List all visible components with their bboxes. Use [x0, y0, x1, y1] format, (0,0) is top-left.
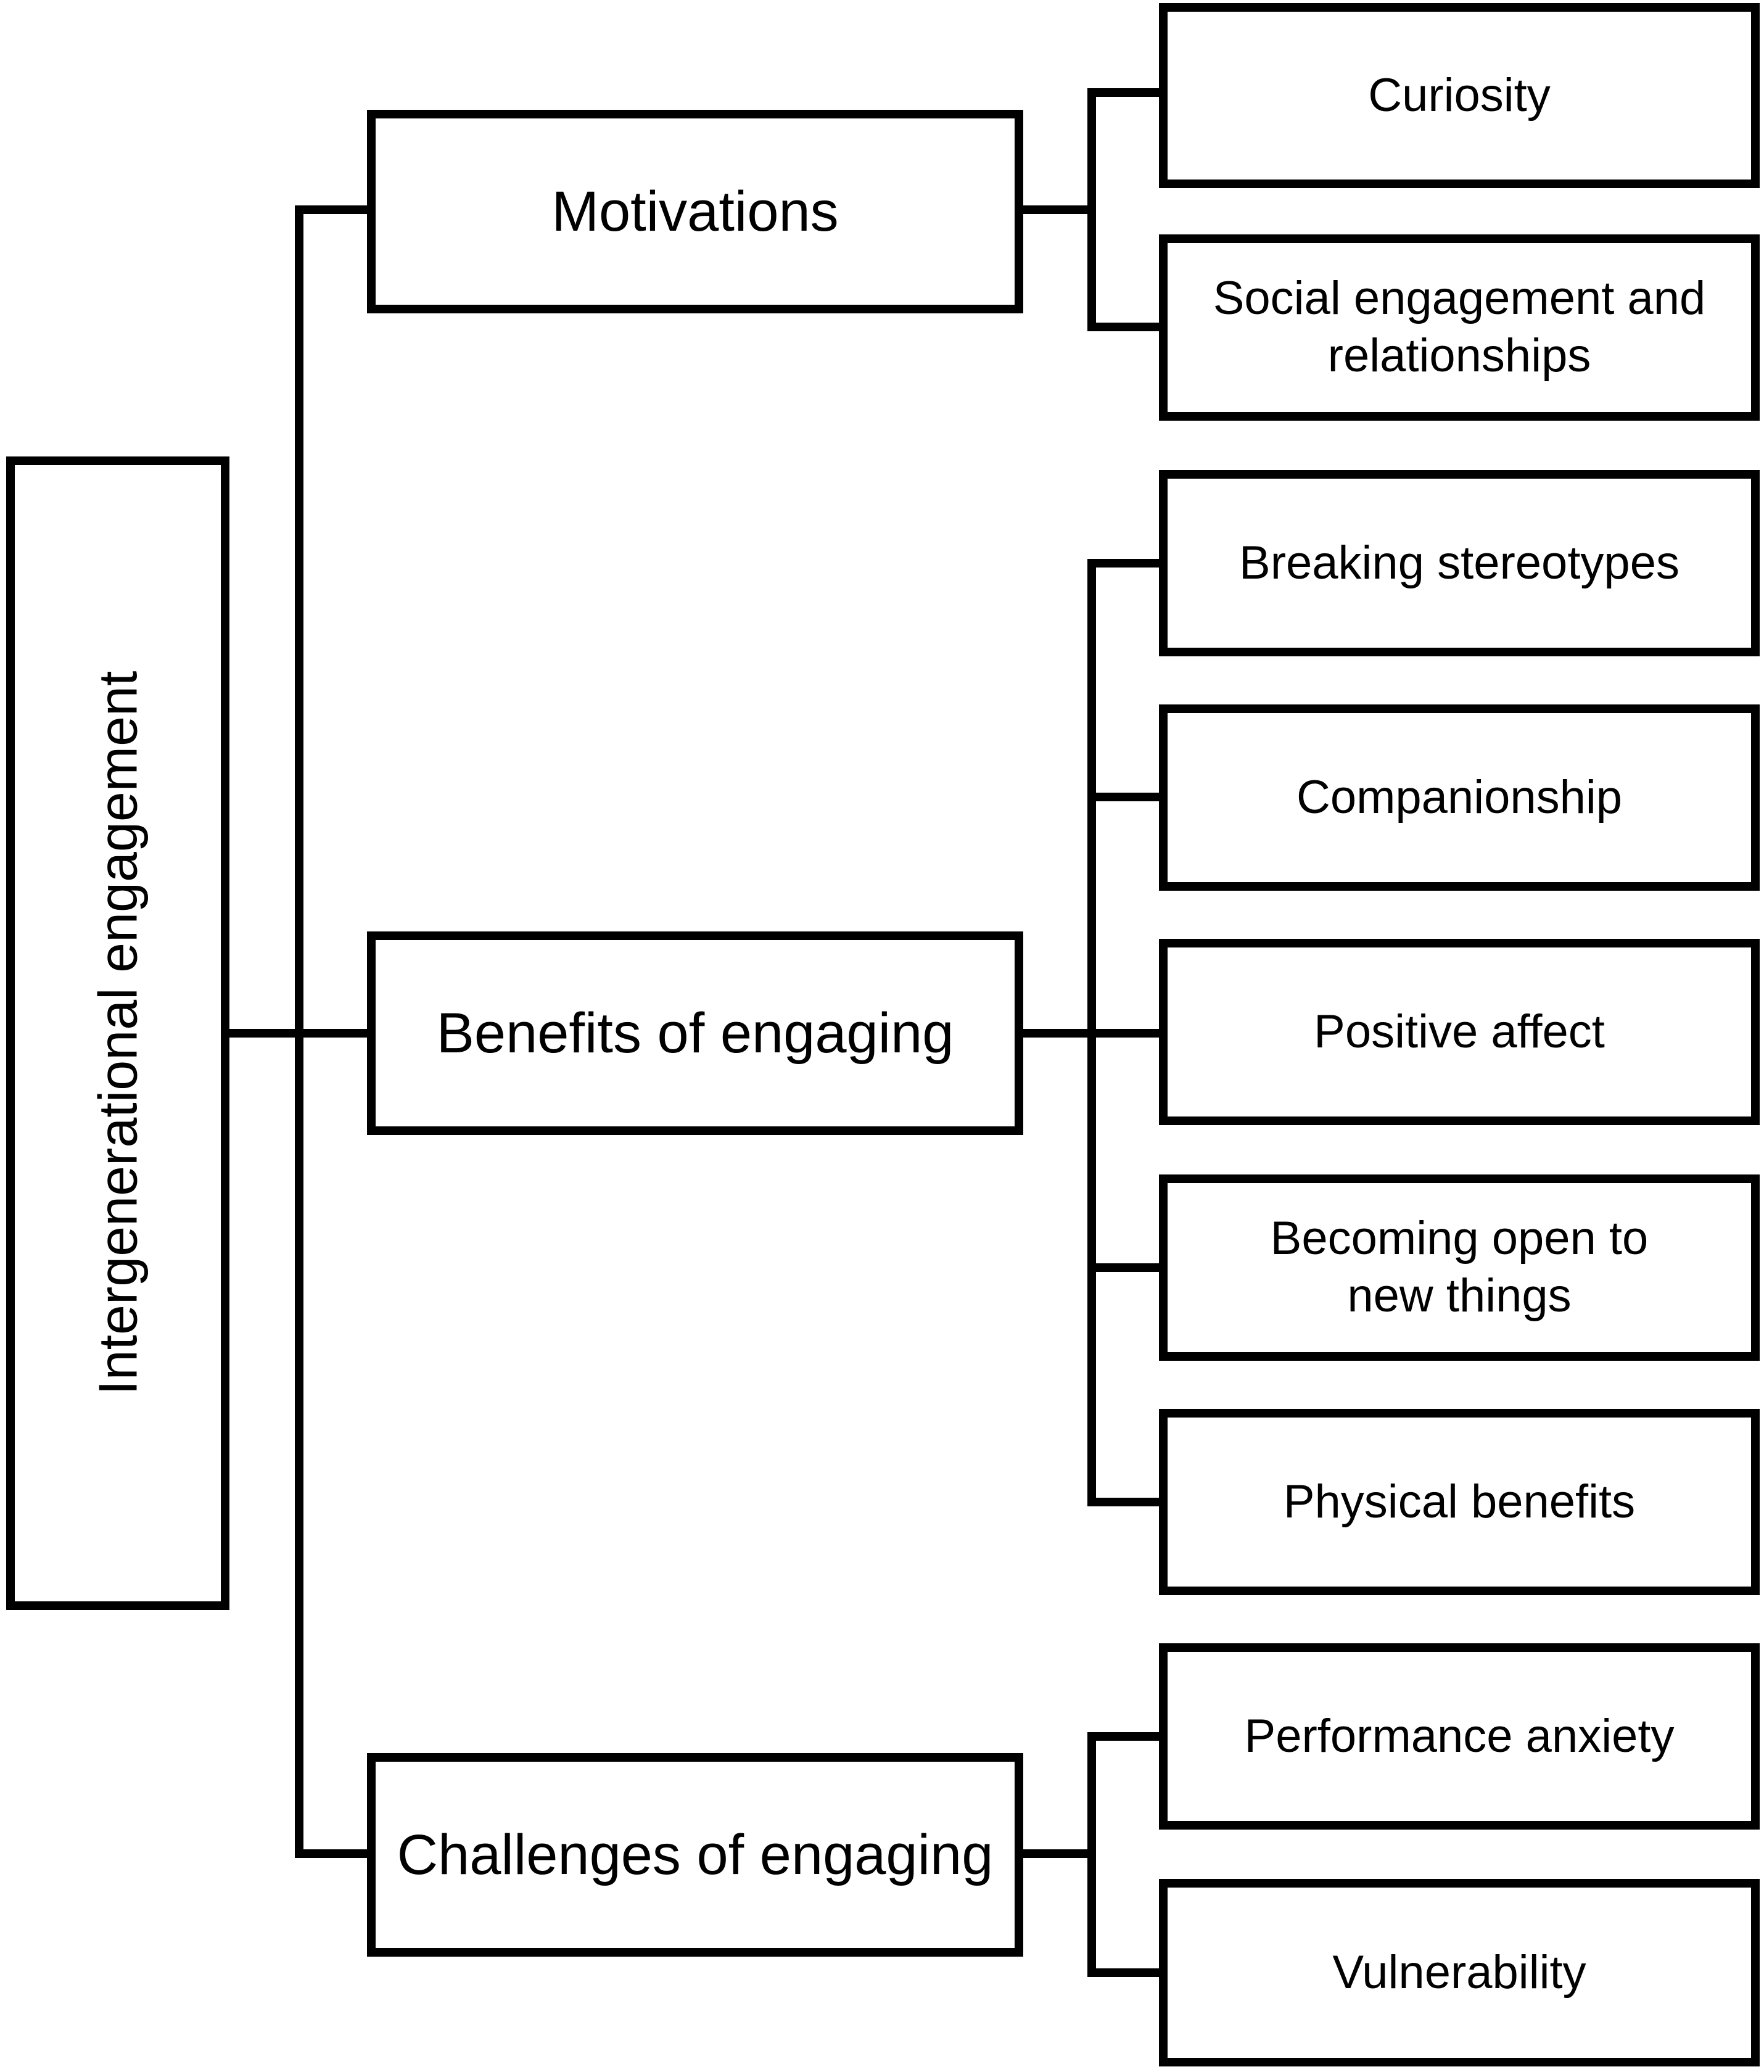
leaf-label-vulnerability: Vulnerability	[1332, 1946, 1586, 1999]
root-node-label: Intergenerational engagement	[87, 671, 149, 1396]
leaf-node-breaking-stereotypes: Breaking stereotypes	[1159, 470, 1760, 656]
category-node-challenges: Challenges of engaging	[367, 1753, 1023, 1957]
category-node-motivations: Motivations	[367, 110, 1023, 313]
category-label-motivations: Motivations	[551, 180, 839, 243]
root-node-intergenerational-engagement: Intergenerational engagement	[6, 456, 229, 1610]
leaf-node-vulnerability: Vulnerability	[1159, 1879, 1760, 2066]
leaf-label-curiosity: Curiosity	[1368, 68, 1551, 122]
leaf-node-performance-anxiety: Performance anxiety	[1159, 1643, 1760, 1830]
leaf-label-physical-benefits: Physical benefits	[1283, 1475, 1636, 1528]
leaf-node-companionship: Companionship	[1159, 704, 1760, 891]
leaf-node-curiosity: Curiosity	[1159, 3, 1760, 188]
leaf-label-social-engagement: Social engagement and relationships	[1213, 272, 1706, 382]
leaf-node-physical-benefits: Physical benefits	[1159, 1409, 1760, 1595]
leaf-node-becoming-open: Becoming open to new things	[1159, 1174, 1760, 1361]
category-label-challenges: Challenges of engaging	[397, 1823, 994, 1886]
leaf-label-positive-affect: Positive affect	[1314, 1005, 1605, 1058]
leaf-label-becoming-open: Becoming open to new things	[1270, 1212, 1649, 1322]
category-label-benefits: Benefits of engaging	[436, 1001, 954, 1065]
leaf-node-positive-affect: Positive affect	[1159, 939, 1760, 1125]
leaf-label-companionship: Companionship	[1296, 770, 1623, 823]
leaf-label-performance-anxiety: Performance anxiety	[1244, 1709, 1675, 1762]
category-node-benefits: Benefits of engaging	[367, 931, 1023, 1135]
leaf-label-breaking-stereotypes: Breaking stereotypes	[1239, 536, 1680, 589]
leaf-node-social-engagement: Social engagement and relationships	[1159, 234, 1760, 421]
